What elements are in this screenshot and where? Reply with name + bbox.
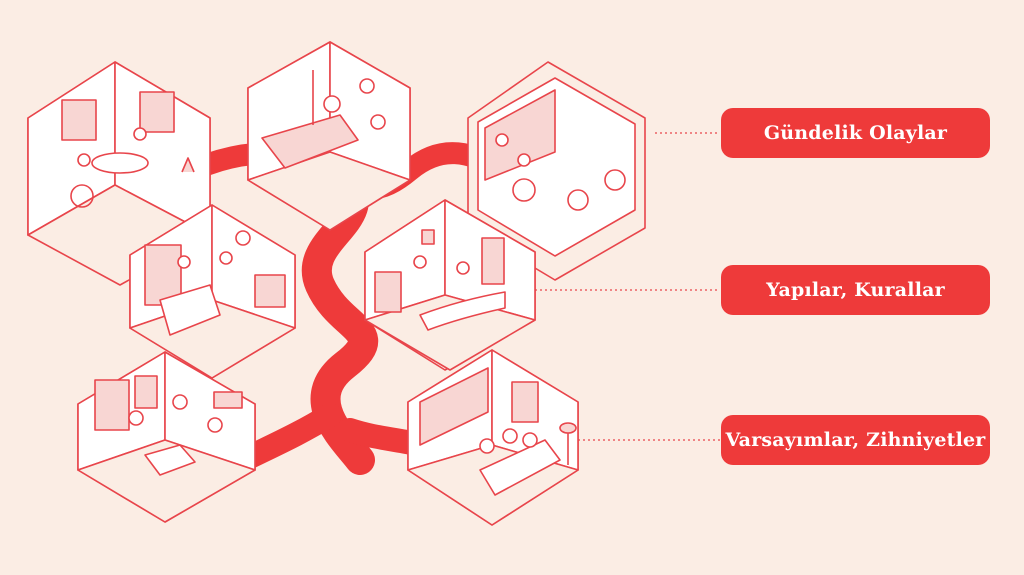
connector-lines — [535, 132, 720, 441]
label-gundelik-olaylar: Gündelik Olaylar — [721, 108, 990, 158]
label-text: Gündelik Olaylar — [763, 122, 948, 144]
hospital-bed-room-icon — [247, 41, 411, 231]
elderly-lounge-room-icon — [77, 351, 256, 523]
reception-desk-room-icon — [364, 199, 536, 371]
label-varsayimlar-zihniyetler: Varsayımlar, Zihniyetler — [721, 415, 990, 465]
wheelchair-table-room-icon — [27, 61, 211, 286]
label-text: Varsayımlar, Zihniyetler — [725, 429, 986, 451]
office-archive-room-icon — [129, 204, 296, 379]
label-text: Yapılar, Kurallar — [766, 279, 945, 301]
tv-sofa-room-icon — [407, 349, 579, 526]
label-yapilar-kurallar: Yapılar, Kurallar — [721, 265, 990, 315]
bus-wheelchair-icon — [467, 61, 646, 281]
